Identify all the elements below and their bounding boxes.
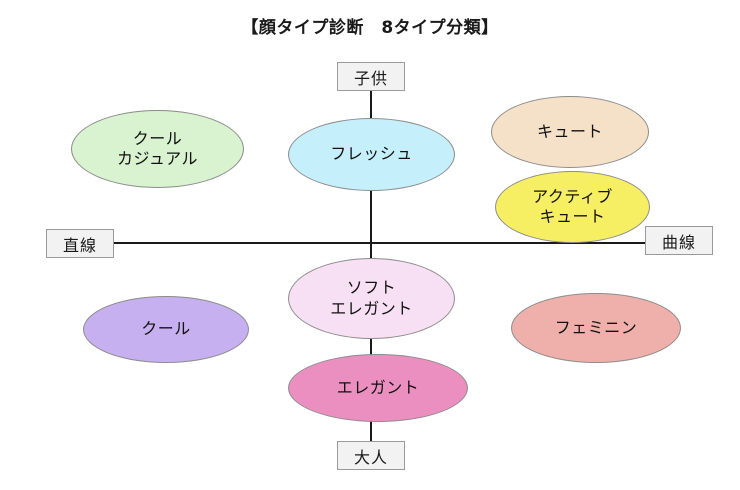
type-ellipse-elegant: エレガント: [288, 354, 468, 422]
horizontal-axis-line: [100, 242, 645, 244]
page-title: 【顔タイプ診断 8タイプ分類】: [241, 18, 499, 38]
type-ellipse-cute: キュート: [491, 96, 649, 168]
axis-label-adult: 大人: [337, 441, 405, 470]
type-ellipse-cool: クール: [83, 296, 249, 363]
axis-label-straight: 直線: [46, 229, 114, 258]
type-ellipse-soft-elegant: ソフト エレガント: [288, 258, 455, 339]
type-ellipse-fresh: フレッシュ: [288, 118, 455, 191]
type-ellipse-feminine: フェミニン: [511, 293, 681, 363]
axis-label-child: 子供: [337, 62, 405, 91]
axis-label-curve: 曲線: [645, 226, 713, 255]
type-ellipse-active-cute: アクティブ キュート: [495, 171, 650, 243]
type-ellipse-cool-casual: クール カジュアル: [71, 110, 244, 188]
